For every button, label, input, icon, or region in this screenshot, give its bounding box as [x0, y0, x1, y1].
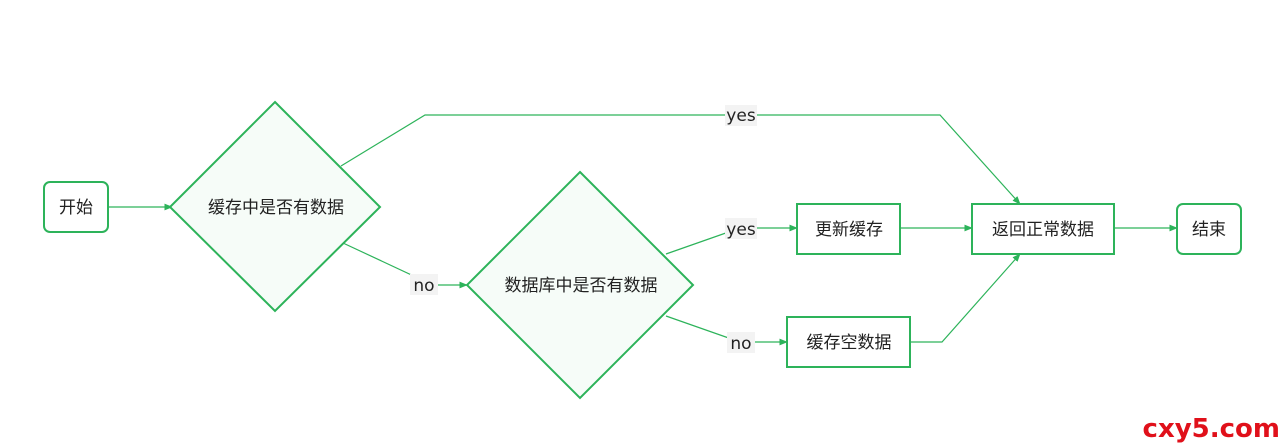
node-update-cache: 更新缓存: [796, 203, 901, 255]
node-db-check-label: 数据库中是否有数据: [505, 276, 658, 296]
edge-label-cache-no-text: no: [413, 276, 434, 296]
node-db-check: 数据库中是否有数据: [465, 170, 695, 400]
node-start-label: 开始: [59, 198, 93, 218]
edge-label-cache-yes-text: yes: [726, 106, 756, 126]
edge-db-no-to-cache-empty: [665, 315, 788, 346]
node-start: 开始: [43, 181, 109, 233]
node-cache-check: 缓存中是否有数据: [168, 100, 382, 313]
node-end-label: 结束: [1192, 220, 1226, 240]
node-end: 结束: [1176, 203, 1242, 255]
edge-label-db-no: no: [727, 332, 755, 354]
node-update-cache-label: 更新缓存: [815, 220, 883, 240]
edge-cache-empty-to-return: [910, 253, 1021, 343]
edge-label-db-yes-text: yes: [726, 220, 756, 240]
edge-label-db-no-text: no: [730, 334, 751, 354]
edge-cache-no-to-db-check: [342, 242, 468, 289]
edge-label-cache-yes: yes: [725, 105, 757, 126]
node-return-data: 返回正常数据: [971, 203, 1115, 255]
edge-label-cache-no: no: [410, 274, 438, 296]
node-cache-empty: 缓存空数据: [786, 316, 911, 368]
edge-label-db-yes: yes: [725, 218, 757, 240]
node-return-data-label: 返回正常数据: [992, 220, 1094, 240]
watermark-logo: cxy5.com: [1142, 414, 1280, 444]
edge-cache-yes-to-return: [340, 114, 1021, 205]
node-cache-check-label: 缓存中是否有数据: [208, 198, 344, 218]
node-cache-empty-label: 缓存空数据: [807, 333, 892, 353]
